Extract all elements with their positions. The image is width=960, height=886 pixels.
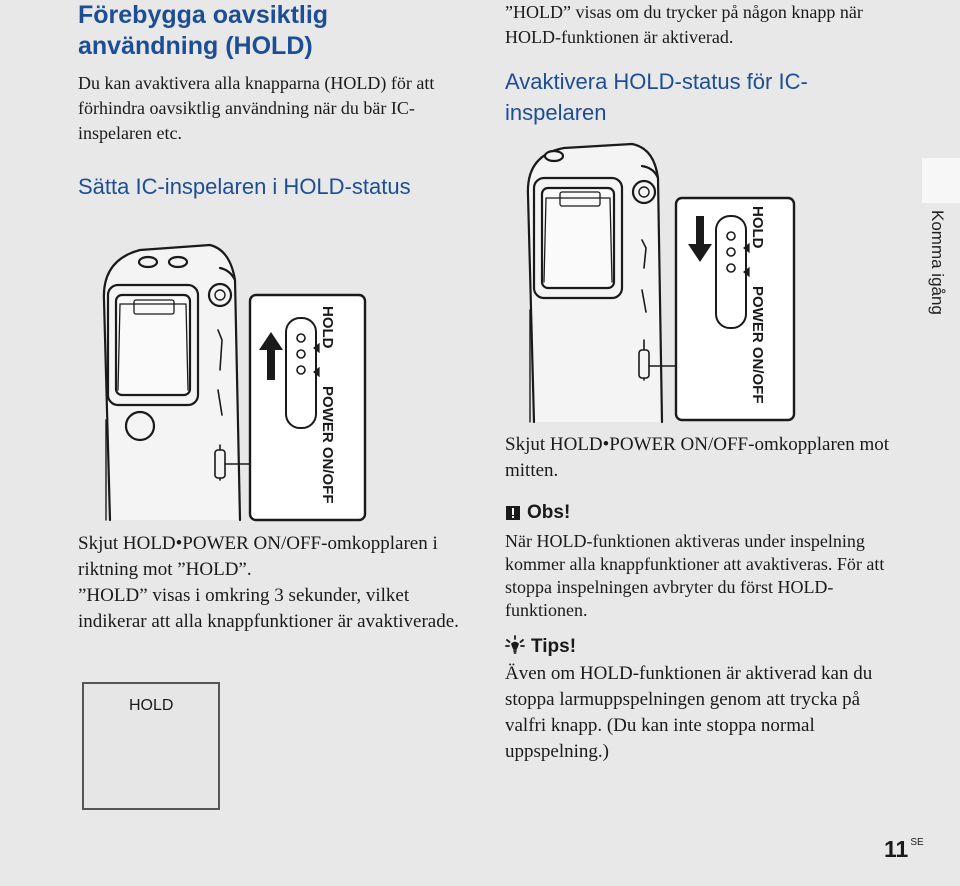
side-tab-marker <box>922 158 960 203</box>
obs-heading: Obs! <box>505 502 570 524</box>
obs-heading-text: Obs! <box>527 502 571 523</box>
page-number-suffix: SE <box>910 837 924 848</box>
display-hold-text: HOLD <box>129 697 174 714</box>
hold-keypress-note: ”HOLD” visas om du trycker på någon knap… <box>505 2 863 47</box>
hold-display-note: ”HOLD” visas i omkring 3 sekunder, vilke… <box>78 585 459 632</box>
tips-heading: Tips! <box>505 635 576 658</box>
switch-label-hold: HOLD <box>319 306 336 349</box>
section-heading-release: Avaktivera HOLD-status för IC-inspelaren <box>505 69 808 125</box>
section-heading-hold: Sätta IC-inspelaren i HOLD-status <box>78 174 411 199</box>
switch-label-power-right: POWER ON/OFF <box>749 286 766 404</box>
tips-heading-text: Tips! <box>531 636 577 657</box>
tips-text: Även om HOLD-funktionen är aktiverad kan… <box>505 663 873 762</box>
step-instruction-hold: Skjut HOLD•POWER ON/OFF-omkopplaren i ri… <box>78 533 438 580</box>
caution-icon <box>506 506 520 520</box>
display-screen: HOLD <box>82 682 220 810</box>
device-illustration-release: HOLD POWER ON/OFF <box>526 142 796 424</box>
page-title: Förebygga oavsiktlig användning (HOLD) <box>78 1 329 60</box>
device-illustration-hold: HOLD POWER ON/OFF <box>102 243 367 522</box>
switch-label-power: POWER ON/OFF <box>319 386 336 504</box>
section-side-label: Komma igång <box>928 210 947 315</box>
page-number-value: 11 <box>884 836 909 862</box>
intro-text: Du kan avaktivera alla knapparna (HOLD) … <box>78 73 435 143</box>
obs-text: När HOLD-funktionen aktiveras under insp… <box>505 531 885 620</box>
step-instruction-release: Skjut HOLD•POWER ON/OFF-omkopplaren mot … <box>505 434 890 481</box>
switch-label-hold-right: HOLD <box>749 206 766 249</box>
lightbulb-icon <box>505 635 525 654</box>
